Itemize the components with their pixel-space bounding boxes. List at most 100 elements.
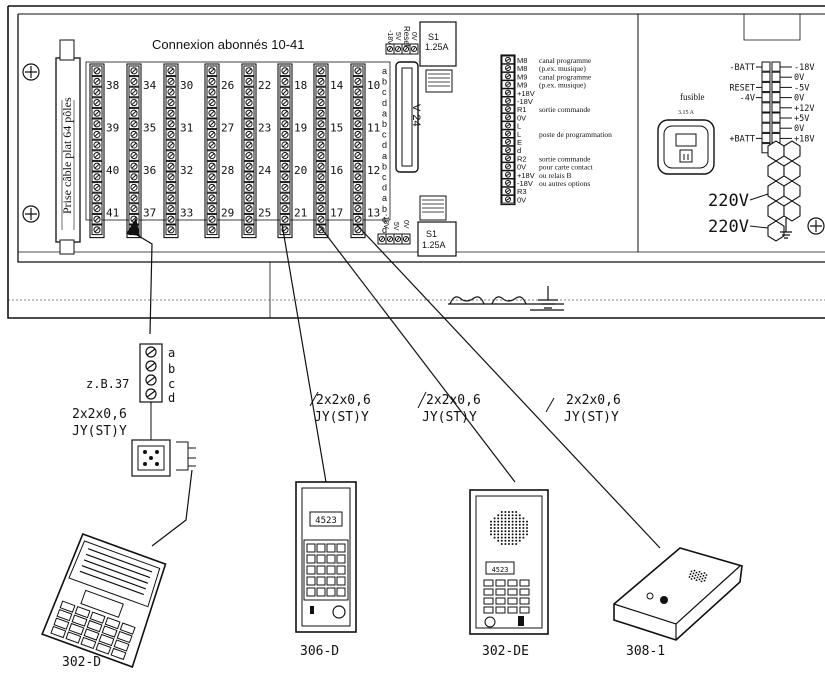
speaker-hole [497,533,500,536]
keypad-key [519,597,530,605]
power-label: -18V [794,63,814,73]
handset-key [83,628,100,641]
terminal-letter: c [382,130,387,140]
bottom-terminal-label: 0V [402,220,409,229]
cable-spec: 2x2x0,6 JY(ST)Y [72,407,127,439]
keypad-key [336,565,346,575]
terminal-strip [500,54,516,206]
keypad-key [507,588,518,596]
subscriber-number: 13 [367,206,380,219]
speaker-hole [493,520,496,523]
subscriber-number: 26 [221,79,234,92]
cable-lines [131,223,661,549]
subscriber-number: 36 [143,164,156,177]
speaker-hole [497,530,500,533]
terminal-strip [350,63,366,239]
arrow-icon [126,218,140,236]
ground-icon [530,286,564,311]
speaker-hole [511,527,514,529]
handset-key [110,647,127,661]
terminal-letter: b [382,77,387,87]
speaker-hole [497,517,500,520]
subscriber-number: 22 [258,79,271,92]
power-label: 0V [794,94,804,104]
speaker-hole [493,527,496,529]
speaker-hole [511,514,514,517]
speaker-hole [500,536,503,539]
keypad-key [519,588,530,596]
handset-key [59,600,76,613]
terminal-letter: b [382,119,387,129]
power-label: +BATT [729,134,755,144]
terminal-pin-label: M8 [517,64,527,73]
terminal-pin-label: M8 [517,56,527,65]
keypad-key [306,554,316,564]
speaker-hole [696,576,699,579]
panel-device-306-d: 4523 [295,481,357,633]
speaker-hole [500,530,503,533]
terminal-note: canal programme [539,56,592,65]
terminal-letter: c [382,214,387,224]
terminal-note: sortie commande [539,105,591,114]
speaker-hole [694,574,697,577]
connector-label: V 24 [410,104,422,127]
power-label: 0V [794,73,804,83]
socket-label: Prise câble plat 64 pôles [60,97,74,214]
terminal-letter: d [382,225,387,235]
speaker-hole [518,536,521,539]
panel-title: Connexion abonnés 10-41 [152,37,305,52]
terminal-letter: c [382,87,387,97]
speaker-hole [690,570,693,573]
subscriber-number: 14 [330,79,344,92]
speaker-hole [504,543,507,545]
speaker-hole [500,543,503,545]
handset-key [119,622,136,635]
speaker-hole [515,539,518,542]
subscriber-number: 28 [221,164,234,177]
power-label: +5V [794,114,809,124]
keypad-key [306,587,316,597]
speaker-hole [508,527,510,529]
mains-socket-icon [657,119,715,175]
keypad-key [336,554,346,564]
fuse-label: S1 [426,229,437,239]
subscriber-number: 41 [106,206,119,219]
speaker-hole [490,523,492,526]
mains-label: 220V [708,217,749,237]
subscriber-number: 38 [106,79,119,92]
cable-spec: 2x2x0,6 JY(ST)Y [309,391,371,425]
flat-cable-socket: Prise câble plat 64 pôles [55,39,81,255]
terminal-strip [241,63,257,239]
reset-label: Reset [402,26,411,48]
speaker-hole [500,527,503,529]
speaker-hole [504,514,507,517]
handset-key [116,630,133,644]
keypad-key [316,543,326,553]
terminal-note: sortie commande [539,154,591,163]
keypad-key [483,588,494,596]
speaker-hole [695,571,698,574]
power-terminal [771,112,781,123]
terminal-pin-label: L [517,130,521,139]
terminal-pin-label: 0V [517,195,526,204]
handset-key [98,633,115,647]
keypad-key [507,579,518,587]
fuse-value: 1.25A [422,240,446,250]
terminal-note: ou relais B [539,171,572,180]
terminal-strip [277,63,293,239]
speaker-hole [526,527,528,529]
speaker-hole [500,511,503,513]
terminal-letter: c [168,377,175,391]
keypad-key [326,565,336,575]
speaker-hole [508,530,510,533]
cable-spec-line1: 2x2x0,6 [566,393,621,408]
terminal-note: pour carte contact [539,163,594,172]
subscriber-number: 21 [294,206,307,219]
terminal-letter: d [168,391,175,405]
terminal-strip [126,63,142,239]
device-model-label: 302-DE [482,644,529,659]
speaker-hole [515,517,518,520]
speaker-hole [691,575,694,578]
